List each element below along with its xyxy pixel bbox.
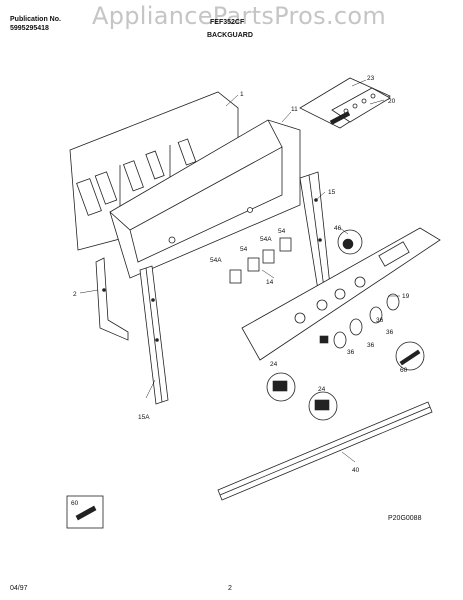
control-panel — [241, 227, 441, 361]
callout-54a-a: 54A — [210, 257, 222, 264]
indicator-lights — [266, 335, 338, 421]
callout-54-a: 54 — [240, 246, 248, 253]
callout-36-d: 36 — [347, 349, 355, 356]
callout-15a: 15A — [138, 414, 150, 421]
callout-54a-b: 54A — [260, 236, 272, 243]
callout-19: 19 — [402, 293, 410, 300]
figure-code: P20G0088 — [388, 515, 422, 522]
callout-36-c: 36 — [367, 342, 375, 349]
publication-label: Publication No. — [10, 16, 61, 23]
callout-24-right: 24 — [318, 386, 326, 393]
callout-15: 15 — [328, 189, 336, 196]
callout-36-b: 36 — [386, 329, 394, 336]
left-end-cap — [139, 265, 169, 405]
backguard-frame — [109, 119, 301, 279]
callout-54-b: 54 — [278, 228, 286, 235]
bottom-trim — [217, 401, 433, 501]
callout-2: 2 — [73, 291, 77, 298]
callout-11: 11 — [291, 106, 298, 113]
callout-numbers: 1 11 2 15 15A 14 19 20 23 24 24 36 36 36… — [71, 75, 410, 507]
callout-20: 20 — [388, 98, 396, 105]
publication-number: 5995295418 — [10, 25, 49, 32]
control-knobs — [333, 293, 400, 349]
callout-40: 40 — [352, 467, 360, 474]
leader-lines — [79, 79, 400, 463]
callout-23: 23 — [367, 75, 375, 82]
clock-knob — [337, 229, 363, 255]
callout-60-a: 60 — [400, 367, 408, 374]
callout-1: 1 — [240, 91, 244, 98]
footer-date: 04/97 — [10, 585, 28, 592]
screw-detail — [66, 341, 425, 529]
callout-24-left: 24 — [270, 361, 278, 368]
callout-46: 46 — [334, 225, 342, 232]
switches — [229, 237, 292, 284]
left-bracket — [95, 257, 129, 341]
clock-timer-assembly — [299, 77, 391, 129]
footer-page-number: 2 — [228, 585, 232, 592]
callout-14: 14 — [266, 279, 274, 286]
watermark: AppliancePartsPros.com — [92, 2, 387, 30]
model-number: FEF352CF — [210, 19, 245, 26]
callout-60-b: 60 — [71, 500, 79, 507]
right-end-cap — [299, 171, 331, 291]
section-title: BACKGUARD — [207, 32, 253, 39]
callout-36-a: 36 — [376, 317, 384, 324]
